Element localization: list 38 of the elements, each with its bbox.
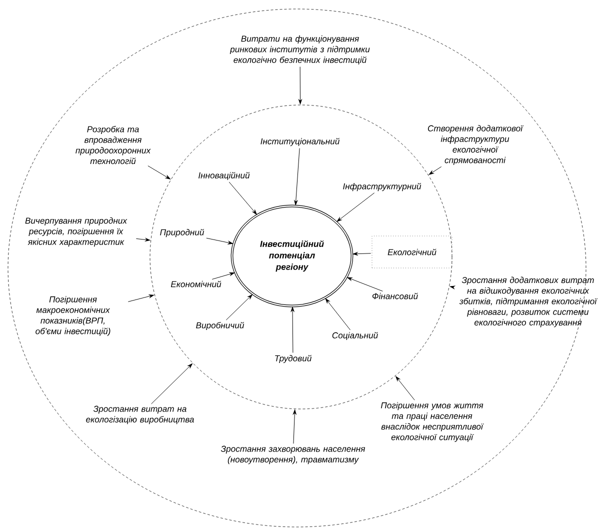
arrow — [206, 238, 233, 244]
arrow — [228, 182, 257, 215]
arrow — [428, 166, 442, 175]
factor-text: Погіршення макроекономічних показників(ВРП, об'єми інвестицій) — [36, 296, 110, 336]
factor-text: Вичерпування природних ресурсів, погіршення їх якісних характеристик — [25, 217, 128, 247]
factor-text: Витрати на функціонування ринкових інститутів з підтримки екологічно безпечних інвестицій — [230, 35, 370, 65]
arrow — [450, 286, 455, 290]
component-label: Інфраструктурний — [343, 182, 422, 192]
component-box: Екологічний — [372, 236, 452, 268]
arrow — [151, 364, 192, 404]
arrow — [136, 238, 150, 242]
arrow — [352, 252, 372, 256]
arrow — [336, 192, 375, 222]
component-label: Фінансовий — [372, 292, 418, 300]
component-label: Соціальний — [332, 332, 378, 340]
arrow — [226, 294, 252, 320]
factor-text: Створення додаткової інфраструктури екологічної спрямованості — [428, 125, 524, 165]
factor-text: Зростання додаткових витрат на відшкодування екологічних збитків, підтримання екологічної рівноваги, розвиток системи екологічного страхування — [459, 276, 598, 328]
factor-text: Зростання витрат на екологізацію виробництва — [86, 406, 194, 424]
component-label: Виробничий — [196, 322, 244, 330]
factor-text: Розробка та впровадження природоохоронних технологій — [76, 126, 151, 164]
arrow — [148, 166, 170, 180]
component-label: Економічний — [170, 280, 222, 288]
arrow — [298, 66, 302, 104]
arrow — [290, 306, 294, 353]
arrow — [325, 298, 351, 330]
arrow — [347, 277, 383, 292]
arrow — [212, 272, 235, 280]
component-label: Трудовий — [275, 354, 312, 364]
factor-text: Зростання захворювань населення (новоутворення), травматизму — [220, 446, 366, 464]
component-label: Природний — [160, 228, 204, 238]
component-label: Інноваційний — [198, 172, 250, 180]
arrow — [396, 376, 415, 400]
arrow — [128, 294, 154, 302]
factor-text: Погіршення умов життя та праці населення внаслідок несприятливої екологічної ситуації — [380, 402, 484, 442]
arrow — [292, 410, 296, 444]
arrow — [294, 148, 300, 206]
component-label: Інституціональний — [260, 138, 340, 146]
